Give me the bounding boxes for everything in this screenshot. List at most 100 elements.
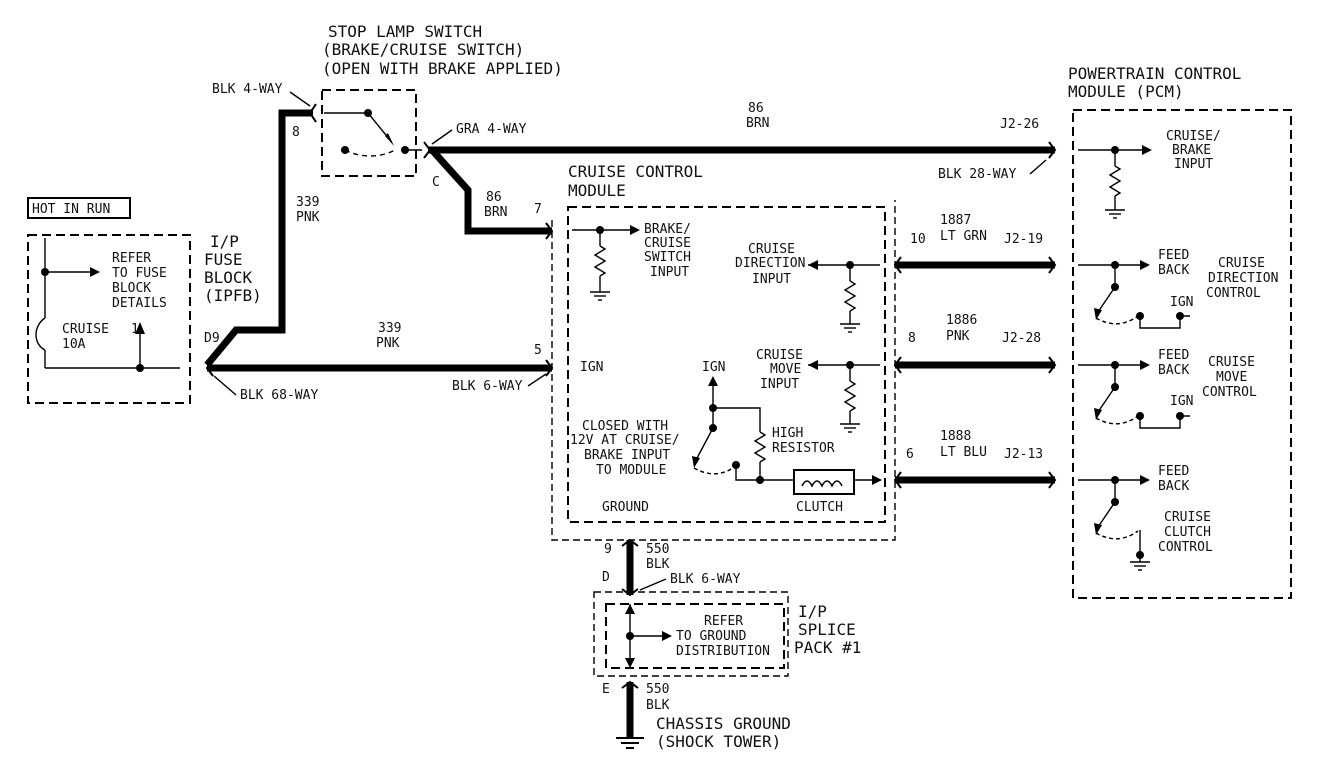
wire-labels: 86 BRN 86 BRN 339 PNK 339 PNK 1887 LT GR…	[204, 101, 1047, 713]
svg-text:FEED: FEED	[1158, 464, 1189, 479]
hot-in-run-label: HOT IN RUN	[32, 202, 110, 217]
chassis-ground: CHASSIS GROUND (SHOCK TOWER)	[616, 714, 791, 751]
connector-blk-6way-a: BLK 6-WAY	[452, 379, 523, 394]
svg-text:8: 8	[292, 125, 300, 140]
svg-text:IGN: IGN	[1170, 295, 1193, 310]
svg-text:CLUTCH: CLUTCH	[796, 500, 843, 515]
svg-text:INPUT: INPUT	[1174, 157, 1213, 172]
svg-text:9: 9	[604, 542, 612, 557]
svg-text:LT GRN: LT GRN	[940, 229, 987, 244]
svg-text:STOP LAMP SWITCH: STOP LAMP SWITCH	[328, 22, 482, 41]
svg-text:TO FUSE: TO FUSE	[112, 266, 167, 281]
wire-339-pnk-a	[204, 109, 313, 368]
svg-text:6: 6	[906, 447, 914, 462]
svg-text:CLUTCH: CLUTCH	[1164, 525, 1211, 540]
wire-86-brn-b	[429, 147, 552, 235]
svg-text:IGN: IGN	[580, 360, 603, 375]
svg-text:E: E	[602, 682, 610, 697]
fuse-name: CRUISE	[62, 322, 109, 337]
resistor-icon	[593, 245, 607, 277]
svg-text:86: 86	[748, 101, 764, 116]
svg-text:CRUISE: CRUISE	[644, 236, 691, 251]
svg-text:(SHOCK TOWER): (SHOCK TOWER)	[656, 732, 781, 751]
svg-text:I/P: I/P	[210, 232, 239, 251]
wires	[204, 103, 1057, 738]
svg-text:339: 339	[296, 195, 319, 210]
svg-text:RESISTOR: RESISTOR	[772, 441, 835, 456]
svg-text:LT BLU: LT BLU	[940, 445, 987, 460]
svg-text:CRUISE: CRUISE	[1218, 256, 1265, 271]
arrow-icon	[90, 267, 100, 277]
powertrain-control-module: POWERTRAIN CONTROL MODULE (PCM) CRUISE/ …	[1068, 64, 1292, 599]
svg-text:CHASSIS GROUND: CHASSIS GROUND	[656, 714, 791, 733]
svg-text:BACK: BACK	[1158, 363, 1189, 378]
svg-text:D9: D9	[204, 331, 220, 346]
svg-text:POWERTRAIN CONTROL: POWERTRAIN CONTROL	[1068, 64, 1241, 83]
svg-text:MOVE: MOVE	[770, 362, 801, 377]
svg-text:BLK: BLK	[646, 557, 670, 572]
svg-text:BACK: BACK	[1158, 263, 1189, 278]
svg-text:CONTROL: CONTROL	[1206, 286, 1261, 301]
connector-blk-6way-b: BLK 6-WAY	[670, 572, 741, 587]
svg-text:1888: 1888	[940, 429, 971, 444]
svg-text:SWITCH: SWITCH	[644, 250, 691, 265]
svg-text:IGN: IGN	[702, 360, 725, 375]
svg-text:BACK: BACK	[1158, 479, 1189, 494]
svg-text:PNK: PNK	[946, 329, 970, 344]
svg-text:CONTROL: CONTROL	[1158, 540, 1213, 555]
svg-text:BLK: BLK	[646, 698, 670, 713]
svg-text:D: D	[602, 570, 610, 585]
svg-text:INPUT: INPUT	[760, 377, 799, 392]
svg-text:CLOSED WITH: CLOSED WITH	[582, 419, 668, 434]
svg-text:1887: 1887	[940, 213, 971, 228]
svg-text:J2-13: J2-13	[1004, 447, 1043, 462]
svg-text:PNK: PNK	[376, 336, 400, 351]
svg-text:BRAKE INPUT: BRAKE INPUT	[584, 448, 670, 463]
svg-text:CONTROL: CONTROL	[1202, 385, 1257, 400]
connector-gra-4way: GRA 4-WAY	[456, 122, 527, 137]
connector-blk-68way: BLK 68-WAY	[240, 388, 318, 403]
svg-text:SPLICE: SPLICE	[798, 620, 856, 639]
svg-text:PACK #1: PACK #1	[794, 638, 861, 657]
svg-text:FEED: FEED	[1158, 248, 1189, 263]
svg-text:BLOCK: BLOCK	[204, 268, 253, 287]
svg-text:REFER: REFER	[704, 614, 743, 629]
svg-text:BLOCK: BLOCK	[112, 281, 151, 296]
connector-blk-28way: BLK 28-WAY	[938, 167, 1016, 182]
svg-text:5: 5	[534, 343, 542, 358]
svg-text:MODULE: MODULE	[568, 181, 626, 200]
svg-text:CRUISE: CRUISE	[756, 348, 803, 363]
fuse-icon	[35, 317, 46, 351]
svg-text:BRN: BRN	[484, 205, 507, 220]
cruise-control-module: CRUISE CONTROL MODULE BRAKE/ CRUISE SWIT…	[551, 162, 896, 541]
svg-text:86: 86	[486, 190, 502, 205]
svg-text:(BRAKE/CRUISE SWITCH): (BRAKE/CRUISE SWITCH)	[322, 40, 524, 59]
svg-text:MOVE: MOVE	[1216, 370, 1247, 385]
svg-text:CRUISE: CRUISE	[1164, 510, 1211, 525]
svg-text:C: C	[432, 175, 440, 190]
fuse-area: HOT IN RUN REFER TO FUSE BLOCK DETAILS C…	[27, 197, 262, 404]
svg-text:CRUISE/: CRUISE/	[1166, 129, 1221, 144]
svg-text:(OPEN WITH BRAKE APPLIED): (OPEN WITH BRAKE APPLIED)	[322, 59, 563, 78]
svg-text:550: 550	[646, 542, 669, 557]
svg-text:CRUISE: CRUISE	[748, 242, 795, 257]
svg-text:INPUT: INPUT	[752, 272, 791, 287]
svg-text:TO GROUND: TO GROUND	[676, 629, 747, 644]
svg-text:12V AT CRUISE/: 12V AT CRUISE/	[570, 433, 680, 448]
svg-text:GROUND: GROUND	[602, 500, 649, 515]
svg-text:J2-19: J2-19	[1004, 232, 1043, 247]
svg-text:8: 8	[908, 331, 916, 346]
clutch-coil-icon	[801, 480, 843, 488]
svg-text:550: 550	[646, 682, 669, 697]
svg-text:DISTRIBUTION: DISTRIBUTION	[676, 644, 770, 659]
svg-text:CRUISE CONTROL: CRUISE CONTROL	[568, 162, 703, 181]
connector-blk-4way: BLK 4-WAY	[212, 82, 283, 97]
svg-text:1: 1	[131, 322, 139, 337]
svg-text:1886: 1886	[946, 313, 977, 328]
svg-text:CRUISE: CRUISE	[1208, 355, 1255, 370]
svg-text:FEED: FEED	[1158, 348, 1189, 363]
fuse-rating: 10A	[62, 337, 86, 352]
svg-text:J2-28: J2-28	[1002, 331, 1041, 346]
svg-text:339: 339	[378, 321, 401, 336]
